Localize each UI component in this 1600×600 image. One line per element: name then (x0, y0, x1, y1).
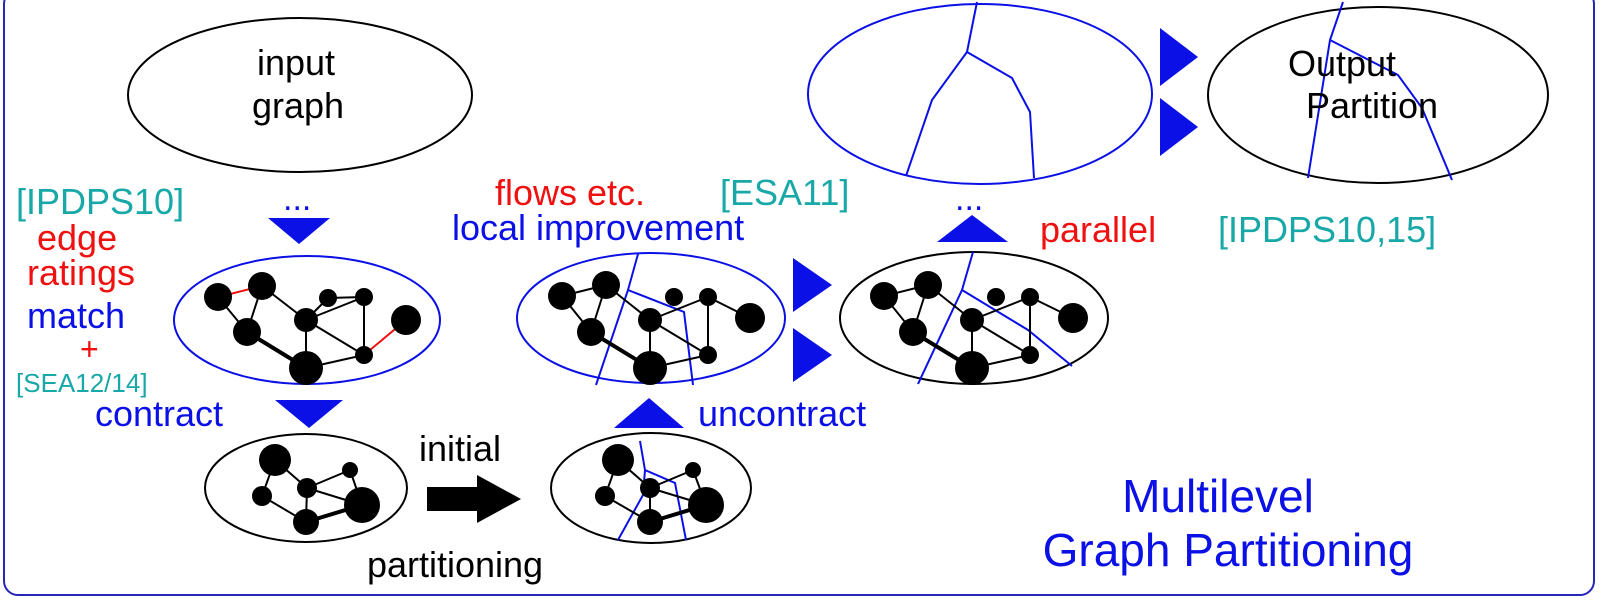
partitioning-label: partitioning (367, 544, 543, 585)
edge-label: edge (37, 217, 117, 258)
coarsest-partitioned-graph (595, 444, 724, 535)
outer-frame (3, 0, 1595, 596)
coarsest-partitioned-ellipse (550, 432, 752, 544)
output-partition-cut-lines (1307, 1, 1453, 181)
sea-ref: [SEA12/14] (16, 368, 148, 398)
input-graph-ellipse (127, 17, 473, 173)
level1-refined-cut-lines (917, 251, 1073, 385)
coarsest-level-ellipse (204, 433, 408, 543)
coarsest-level-graph (252, 444, 380, 535)
output-partition-label-line2: Partition (1306, 85, 1438, 126)
level1-partitioned-graph (548, 271, 765, 385)
output-partition-ellipse (1207, 6, 1549, 184)
finest-level-ellipse (807, 3, 1153, 185)
arrow-to-output-upper-icon (1160, 28, 1198, 86)
output-partition-label-line1: Output (1288, 43, 1396, 84)
level1-graph (204, 272, 421, 385)
uncontract-up-arrow-icon (614, 398, 684, 428)
parallel-label: parallel (1040, 209, 1156, 250)
coarsen-down-arrow-upper-icon (268, 218, 330, 244)
level1-refined-graph (870, 271, 1088, 385)
dots-mid: ... (955, 180, 983, 218)
coarsen-down-arrow-lower-icon (275, 400, 343, 428)
ratings-label: ratings (27, 252, 135, 293)
local-improvement-label: local improvement (452, 207, 744, 248)
arrow-between-levels-lower-icon (793, 328, 832, 382)
arrow-to-output-lower-icon (1160, 98, 1198, 156)
ipdps10-ref: [IPDPS10] (16, 181, 184, 222)
dots-left: ... (283, 180, 311, 218)
uncoarsen-up-arrow-icon (937, 215, 1008, 242)
flows-label: flows etc. (495, 172, 645, 213)
arrow-between-levels-upper-icon (793, 258, 832, 312)
finest-level-cut-lines (905, 1, 1035, 179)
input-graph-label-line1: input (257, 42, 335, 83)
plus-label: + (80, 331, 99, 367)
esa11-ref: [ESA11] (720, 172, 849, 213)
initial-partitioning-arrow-icon (427, 475, 521, 523)
input-graph-label-line2: graph (252, 85, 344, 126)
uncontract-label: uncontract (698, 393, 866, 434)
diagram-title-line2: Graph Partitioning (1043, 524, 1414, 576)
initial-label: initial (419, 428, 501, 469)
match-label: match (27, 295, 125, 336)
contract-label: contract (95, 393, 223, 434)
ipdps1015-ref: [IPDPS10,15] (1218, 209, 1436, 250)
level1-partitioned-cut-lines (595, 253, 694, 386)
diagram-title-line1: Multilevel (1122, 470, 1314, 522)
